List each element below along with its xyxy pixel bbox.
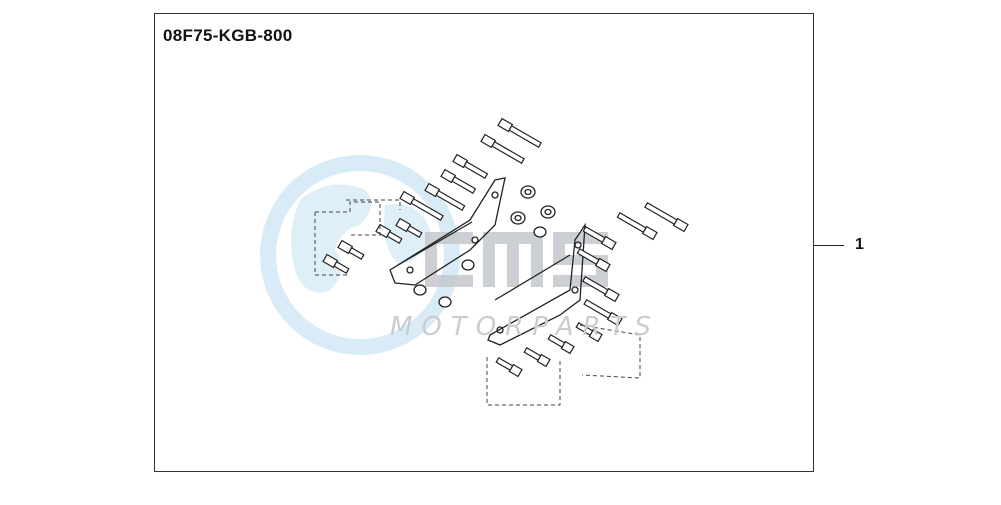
bolts-upper bbox=[322, 117, 542, 274]
callout-leader-line bbox=[814, 245, 844, 246]
watermark-globe bbox=[260, 155, 460, 355]
left-bracket bbox=[389, 177, 506, 286]
dashed-group-boxes bbox=[314, 199, 641, 406]
diagram-frame: 08F75-KGB-800 bbox=[154, 13, 814, 472]
bolts-right bbox=[495, 202, 689, 378]
right-bracket bbox=[487, 222, 586, 346]
callout-number[interactable]: 1 bbox=[855, 236, 864, 253]
watermark-brand-text: MOTORPARTS bbox=[390, 312, 660, 342]
part-number-title: 08F75-KGB-800 bbox=[163, 26, 293, 45]
nuts-and-spacers bbox=[413, 185, 556, 308]
